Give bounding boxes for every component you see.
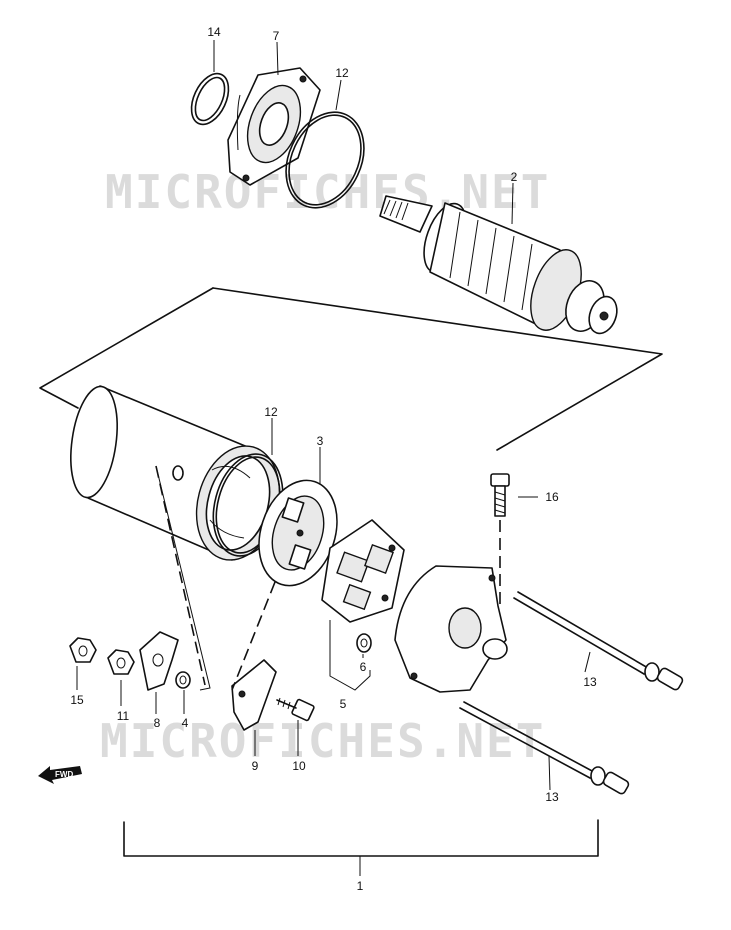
callout-9: 9 (252, 759, 259, 773)
washer (175, 671, 191, 689)
terminal-bracket (139, 631, 179, 691)
fwd-label: FWD (55, 770, 73, 779)
brush-holder (321, 519, 405, 623)
bolt-vertical (490, 473, 510, 610)
nut-flanged (107, 649, 135, 675)
callout-1: 1 (357, 879, 364, 893)
through-bolt-upper (513, 591, 684, 691)
armature (379, 195, 618, 335)
assembly-outline (39, 287, 663, 451)
callout-14: 14 (207, 25, 221, 39)
front-cover (394, 565, 508, 693)
callout-10: 10 (292, 759, 306, 773)
callout-11: 11 (117, 709, 130, 723)
watermark-bottom: MICROFICHES.NET (100, 714, 545, 768)
terminal-bolt (276, 697, 315, 722)
o-ring-large-top (285, 111, 365, 209)
callout-6: 6 (360, 660, 367, 674)
fwd-arrow-icon: FWD (38, 766, 82, 784)
o-ring-small (190, 72, 230, 126)
leader-lines (76, 40, 599, 876)
insulator (231, 659, 277, 731)
callout-12-bottom: 12 (264, 405, 278, 419)
nut (69, 637, 97, 663)
callout-3: 3 (317, 434, 324, 448)
callout-8: 8 (154, 716, 161, 730)
callout-labels: 14 7 12 2 12 3 16 15 11 8 4 9 10 5 6 13 … (70, 25, 597, 893)
callout-13-upper: 13 (583, 675, 597, 689)
motor-yoke (70, 385, 281, 561)
callout-7: 7 (273, 29, 280, 43)
callout-12-top: 12 (335, 66, 349, 80)
end-housing (227, 67, 321, 186)
watermark-top: MICROFICHES.NET (105, 165, 550, 219)
callout-16: 16 (545, 490, 559, 504)
callout-4: 4 (182, 716, 189, 730)
brush-plate (258, 479, 338, 587)
callout-5: 5 (340, 697, 347, 711)
callout-2: 2 (511, 170, 518, 184)
callout-13-lower: 13 (545, 790, 559, 804)
callout-15: 15 (70, 693, 84, 707)
through-bolt-lower (459, 701, 630, 795)
bushing (356, 633, 372, 653)
